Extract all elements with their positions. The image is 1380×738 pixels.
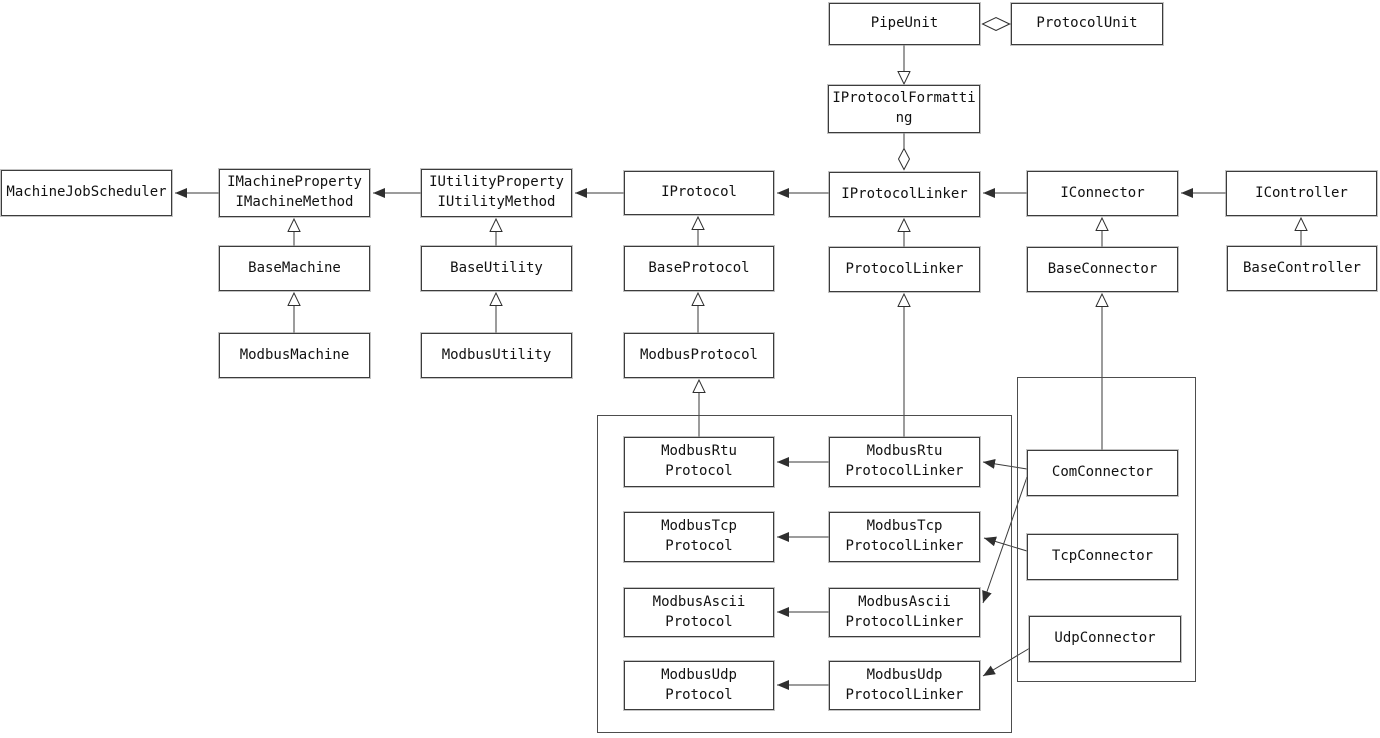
group-modbus-protocol-linkers: [597, 415, 1012, 733]
class-modbus-ascii-protocol-linker: ModbusAscii ProtocolLinker: [829, 588, 980, 637]
class-modbus-utility: ModbusUtility: [421, 333, 572, 378]
class-modbus-ascii-protocol: ModbusAscii Protocol: [624, 588, 774, 637]
edge-tcpconnector-to-tcplinker: [983, 536, 1028, 552]
class-modbus-udp-protocol: ModbusUdp Protocol: [624, 661, 774, 710]
class-imachine-property-method: IMachineProperty IMachineMethod: [219, 169, 370, 217]
class-iutility-property-method: IUtilityProperty IUtilityMethod: [421, 169, 572, 217]
class-base-machine: BaseMachine: [219, 246, 370, 291]
class-base-protocol: BaseProtocol: [624, 246, 774, 291]
class-modbus-udp-protocol-linker: ModbusUdp ProtocolLinker: [829, 661, 980, 710]
class-modbus-rtu-protocol-linker: ModbusRtu ProtocolLinker: [829, 437, 980, 487]
class-modbus-rtu-protocol: ModbusRtu Protocol: [624, 437, 774, 487]
class-modbus-protocol: ModbusProtocol: [624, 333, 774, 378]
class-pipe-unit: PipeUnit: [829, 3, 980, 45]
edge-comconnector-to-rtulinker: [982, 458, 1028, 470]
class-iconnector: IConnector: [1027, 171, 1178, 216]
class-iprotocol: IProtocol: [624, 171, 774, 215]
class-machine-job-scheduler: MachineJobScheduler: [1, 170, 172, 216]
class-iprotocol-linker: IProtocolLinker: [829, 172, 980, 217]
class-modbus-machine: ModbusMachine: [219, 333, 370, 378]
class-modbus-tcp-protocol-linker: ModbusTcp ProtocolLinker: [829, 512, 980, 562]
class-iprotocol-formatting: IProtocolFormatting: [828, 85, 980, 133]
class-com-connector: ComConnector: [1027, 450, 1178, 496]
class-udp-connector: UdpConnector: [1029, 616, 1181, 662]
class-modbus-tcp-protocol: ModbusTcp Protocol: [624, 512, 774, 562]
class-protocol-linker: ProtocolLinker: [829, 247, 980, 292]
edge-comconnector-to-asciilinker: [982, 476, 1028, 604]
class-protocol-unit: ProtocolUnit: [1011, 3, 1163, 45]
group-connectors: [1017, 377, 1196, 682]
class-base-utility: BaseUtility: [421, 246, 572, 291]
class-base-connector: BaseConnector: [1027, 247, 1178, 292]
edge-udpconnector-to-udplinker: [982, 647, 1031, 677]
class-base-controller: BaseController: [1227, 246, 1377, 291]
class-icontroller: IController: [1226, 171, 1377, 216]
class-tcp-connector: TcpConnector: [1027, 534, 1178, 580]
